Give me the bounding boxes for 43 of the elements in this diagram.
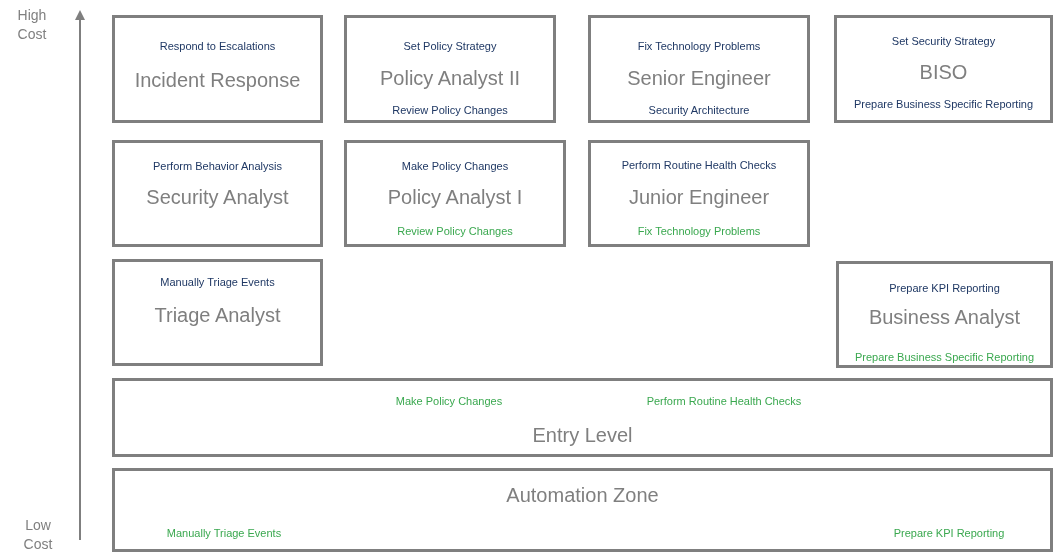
zone-title: Automation Zone [506, 483, 659, 507]
role-title: BISO [919, 60, 968, 84]
task-label: Prepare KPI Reporting [889, 282, 1000, 296]
axis-label: Low Cost [22, 516, 54, 554]
task-label: Set Policy Strategy [403, 40, 497, 54]
axis-label: High Cost [16, 6, 48, 44]
task-label: Fix Technology Problems [637, 225, 761, 239]
role-title: Senior Engineer [627, 66, 771, 90]
task-label: Security Architecture [648, 104, 750, 118]
role-box [588, 15, 810, 123]
task-label: Prepare Business Specific Reporting [853, 98, 1034, 112]
task-label: Manually Triage Events [166, 527, 282, 541]
role-title: Junior Engineer [628, 185, 770, 209]
task-label: Make Policy Changes [401, 160, 509, 174]
task-label: Prepare Business Specific Reporting [854, 351, 1035, 365]
role-title: Policy Analyst II [379, 66, 521, 90]
task-label: Prepare KPI Reporting [893, 527, 1005, 541]
task-label: Review Policy Changes [397, 225, 513, 239]
zone-band [112, 468, 1053, 552]
zone-band [112, 378, 1053, 457]
task-label: Perform Routine Health Checks [646, 395, 802, 409]
role-box [112, 140, 323, 247]
task-label: Fix Technology Problems [637, 40, 761, 54]
task-label: Perform Routine Health Checks [621, 159, 777, 173]
role-title: Incident Response [134, 68, 301, 92]
task-label: Respond to Escalations [159, 40, 276, 54]
zone-title: Entry Level [532, 423, 633, 447]
role-box [588, 140, 810, 247]
role-box [834, 15, 1053, 123]
task-label: Perform Behavior Analysis [153, 160, 282, 174]
task-label: Manually Triage Events [160, 276, 275, 290]
role-box [344, 140, 566, 247]
role-title: Policy Analyst I [387, 185, 523, 209]
role-box [112, 15, 323, 123]
role-box [836, 261, 1053, 368]
role-title: Security Analyst [146, 185, 289, 209]
role-box [112, 259, 323, 366]
role-title: Triage Analyst [154, 303, 281, 327]
task-label: Make Policy Changes [395, 395, 503, 409]
role-title: Business Analyst [868, 305, 1021, 329]
task-label: Set Security Strategy [891, 35, 996, 49]
role-box [344, 15, 556, 123]
task-label: Review Policy Changes [392, 104, 508, 118]
